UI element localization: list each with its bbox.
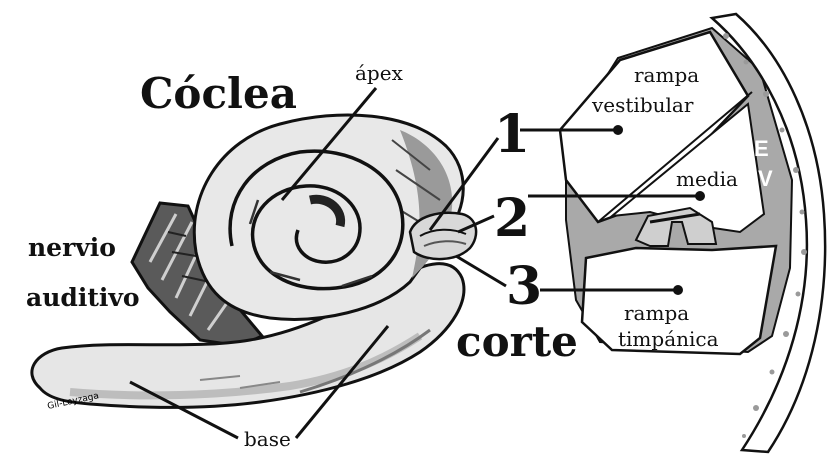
cochlea-illustration: Gil-Loyzaga (30, 113, 478, 412)
label-tympanic-line1: rampa (624, 301, 689, 325)
label-tympanic-line2: timpánica (618, 327, 719, 351)
organ-of-corti (634, 206, 718, 247)
label-vestibular-line2: vestibular (591, 93, 694, 117)
leader-base-left (129, 380, 239, 440)
labels: Cóclea ápex nervio auditivo base 1 2 3 c… (26, 61, 738, 451)
leader-lines (129, 87, 700, 440)
label-apex: ápex (355, 61, 404, 85)
number-2: 2 (494, 188, 530, 249)
label-vestibular-line1: rampa (634, 63, 699, 87)
label-nerve-line1: nervio (28, 233, 116, 262)
scala-media (608, 102, 766, 234)
diagram-title: Cóclea (140, 69, 297, 118)
label-nerve-line2: auditivo (26, 283, 140, 312)
number-1: 1 (494, 104, 530, 165)
label-section: corte (456, 317, 578, 366)
leader-2-to-cochlea (457, 214, 495, 234)
leader-1-to-cochlea (428, 137, 500, 231)
label-base: base (244, 427, 291, 451)
cochlear-duct-opening (408, 211, 478, 261)
auditory-nerve (130, 201, 265, 348)
number-3: 3 (506, 256, 542, 317)
stria-label-e: E (754, 136, 769, 161)
outer-bony-wall (709, 12, 827, 454)
label-media: media (676, 167, 738, 191)
leader-base-right (294, 325, 390, 439)
scala-tympani (580, 244, 778, 356)
spiral-turn (228, 149, 405, 291)
cochlear-cross-section: E V (558, 12, 827, 454)
leader-apex (280, 87, 378, 201)
stria-label-v: V (758, 166, 773, 191)
leader-3-to-cochlea (455, 254, 507, 288)
